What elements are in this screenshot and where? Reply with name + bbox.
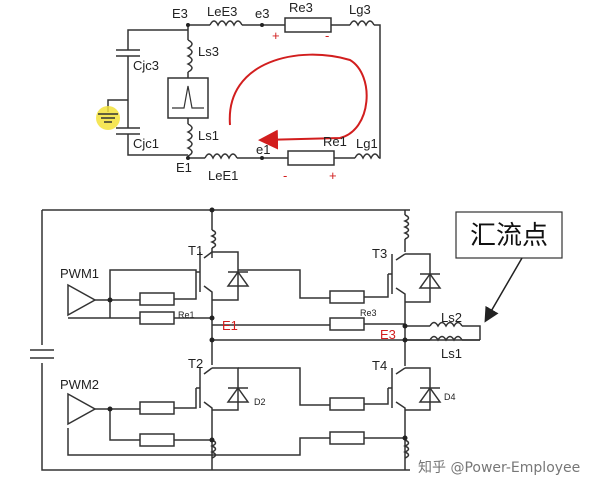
ground-icon [98,113,118,123]
current-loop-arrow [228,53,368,150]
sign-minus-top: - [325,28,329,43]
resistor-Re1-bridge [139,311,175,325]
inductor-LeE3 [209,20,243,27]
igbt-T4 [391,367,406,420]
label-Lg3: Lg3 [349,2,371,17]
parasitic-loop-diagram: E3 LeE3 e3 Re3 Lg3 + - Ls3 Cjc3 Ls1 Cjc1… [96,0,381,183]
inductor-top-left [210,229,217,249]
resistor-Re1 [287,150,335,166]
label-Lg1: Lg1 [356,136,378,151]
igbt-T2 [199,367,213,420]
sign-plus-bottom: + [329,168,337,183]
sign-minus-bottom: - [283,168,287,183]
diode-D3 [418,272,442,289]
resistor-gate-T3 [329,290,365,304]
resistor-gate-T4 [329,397,365,411]
inductor-bottom-right [403,439,410,459]
watermark: 知乎 @Power-Employee [418,459,580,476]
label-LeE1: LeE1 [208,168,238,183]
capacitor-Cjc3 [116,49,140,57]
label-E1-node: E1 [222,318,238,333]
label-Ls1: Ls1 [198,128,219,143]
resistor-emitter-T4 [329,431,365,445]
igbt-T3 [391,253,406,302]
label-E3-node: E3 [380,327,396,342]
label-T4: T4 [372,358,387,373]
pulse-source [167,77,209,119]
label-Re3: Re3 [289,0,313,15]
label-PWM1: PWM1 [60,266,99,281]
inductor-Lg1 [354,153,380,160]
dc-bus-capacitor [30,349,54,359]
label-E3: E3 [172,6,188,21]
inductor-Ls1 [186,123,193,157]
resistor-emitter-T2 [139,433,175,447]
label-T3: T3 [372,246,387,261]
label-Cjc3: Cjc3 [133,58,159,73]
pwm1-driver [67,283,97,317]
label-T2: T2 [188,356,203,371]
label-T1: T1 [188,243,203,258]
inductor-Ls3 [186,39,193,73]
label-E1: E1 [176,160,192,175]
label-Cjc1: Cjc1 [133,136,159,151]
label-Re3-bridge: Re3 [360,308,377,318]
pwm2-driver [67,392,97,426]
inductor-Lg3 [349,20,375,27]
half-bridge-diagram: 汇流点 PWM1 PWM2 T1 T2 T3 T4 Re1 Re3 E1 E3 … [30,207,563,471]
igbt-T1 [199,251,213,300]
callout-arrow [484,257,523,323]
inductor-LeE1 [204,153,238,160]
diode-D1 [226,270,250,287]
label-D4: D4 [444,392,456,402]
label-D2: D2 [254,397,266,407]
resistor-gate-T2 [139,401,175,415]
label-LeE3: LeE3 [207,4,237,19]
label-e3: e3 [255,6,269,21]
diode-D4 [418,386,442,403]
capacitor-Cjc1 [116,127,140,135]
inductor-Ls1-bridge [429,335,463,342]
label-Re1-bridge: Re1 [178,310,195,320]
label-Ls1: Ls1 [441,346,462,361]
label-e1: e1 [256,142,270,157]
resistor-gate-T1 [139,292,175,306]
label-Ls3: Ls3 [198,44,219,59]
inductor-Ls2 [429,321,463,328]
label-Ls2: Ls2 [441,310,462,325]
resistor-Re3-bridge [329,317,365,331]
label-PWM2: PWM2 [60,377,99,392]
label-Re1: Re1 [323,134,347,149]
junction-callout-text: 汇流点 [470,221,548,251]
diode-D2 [226,386,250,403]
sign-plus-top: + [272,28,280,43]
junction-callout-box [455,211,563,259]
inductor-top-right [403,214,410,240]
